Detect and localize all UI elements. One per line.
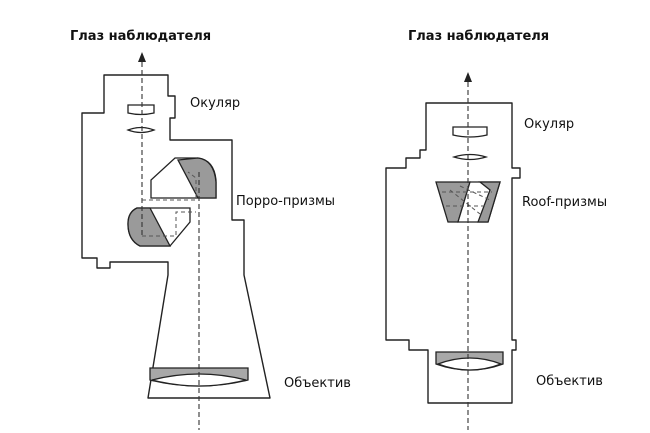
roof-prism-beams [442,185,492,215]
roof-eyepiece-lens-2 [451,153,489,161]
roof-housing [385,102,521,404]
roof-prism-label: Roof-призмы [522,195,607,210]
roof-objective-lens-inner [436,357,503,371]
left-objective-label: Объектив [284,376,351,391]
porro-axis-arrow [138,52,146,62]
right-objective-label: Объектив [536,374,603,389]
porro-eyepiece-lens-1 [127,104,155,116]
right-eyepiece-label: Окуляр [524,117,574,132]
left-eyepiece-label: Окуляр [190,96,240,111]
roof-prism-right-shade [477,181,501,223]
porro-eyepiece-lens-2 [126,126,156,134]
porro-prism-label: Порро-призмы [236,194,335,209]
porro-beam-path [142,171,197,237]
roof-binocular: Глаз наблюдателя Окуляр Roof-призмы Объе… [385,29,607,430]
porro-binocular: Глаз наблюдателя Окуляр Порро-призмы Объ… [70,29,351,430]
roof-axis-arrow [464,72,472,82]
right-eye-label: Глаз наблюдателя [408,29,549,44]
roof-eyepiece-lens-1 [452,126,488,138]
porro-prism-upper-shade [176,157,217,199]
left-eye-label: Глаз наблюдателя [70,29,211,44]
